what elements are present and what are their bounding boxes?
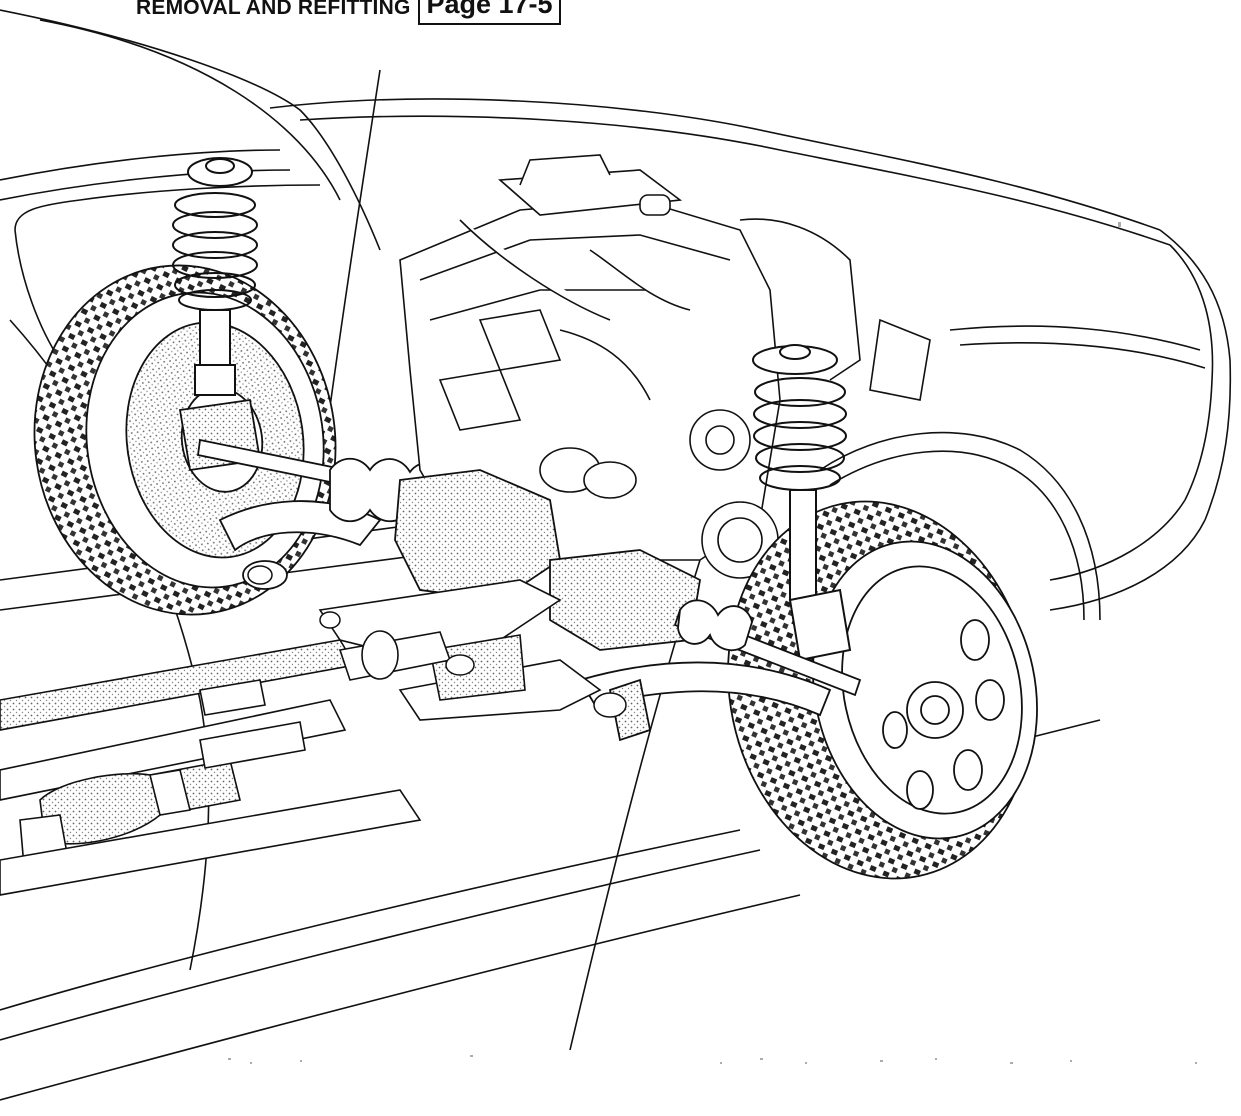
left-driveshaft: [198, 440, 445, 521]
car-body-outline: [0, 10, 1230, 1100]
page-number-box: Page 17-5: [418, 0, 561, 25]
section-title: REMOVAL AND REFITTING: [136, 0, 411, 19]
right-driveshaft: [675, 600, 860, 695]
subframe: [320, 580, 600, 720]
left-strut-spring: [173, 158, 257, 395]
exhaust-system: [0, 631, 450, 895]
right-strut-spring: [753, 345, 850, 660]
scan-noise: [228, 222, 1197, 1064]
page-header: REMOVAL AND REFITTING Page 17-5: [136, 0, 561, 25]
engine-block: [400, 155, 930, 578]
mount-details: [248, 566, 626, 717]
